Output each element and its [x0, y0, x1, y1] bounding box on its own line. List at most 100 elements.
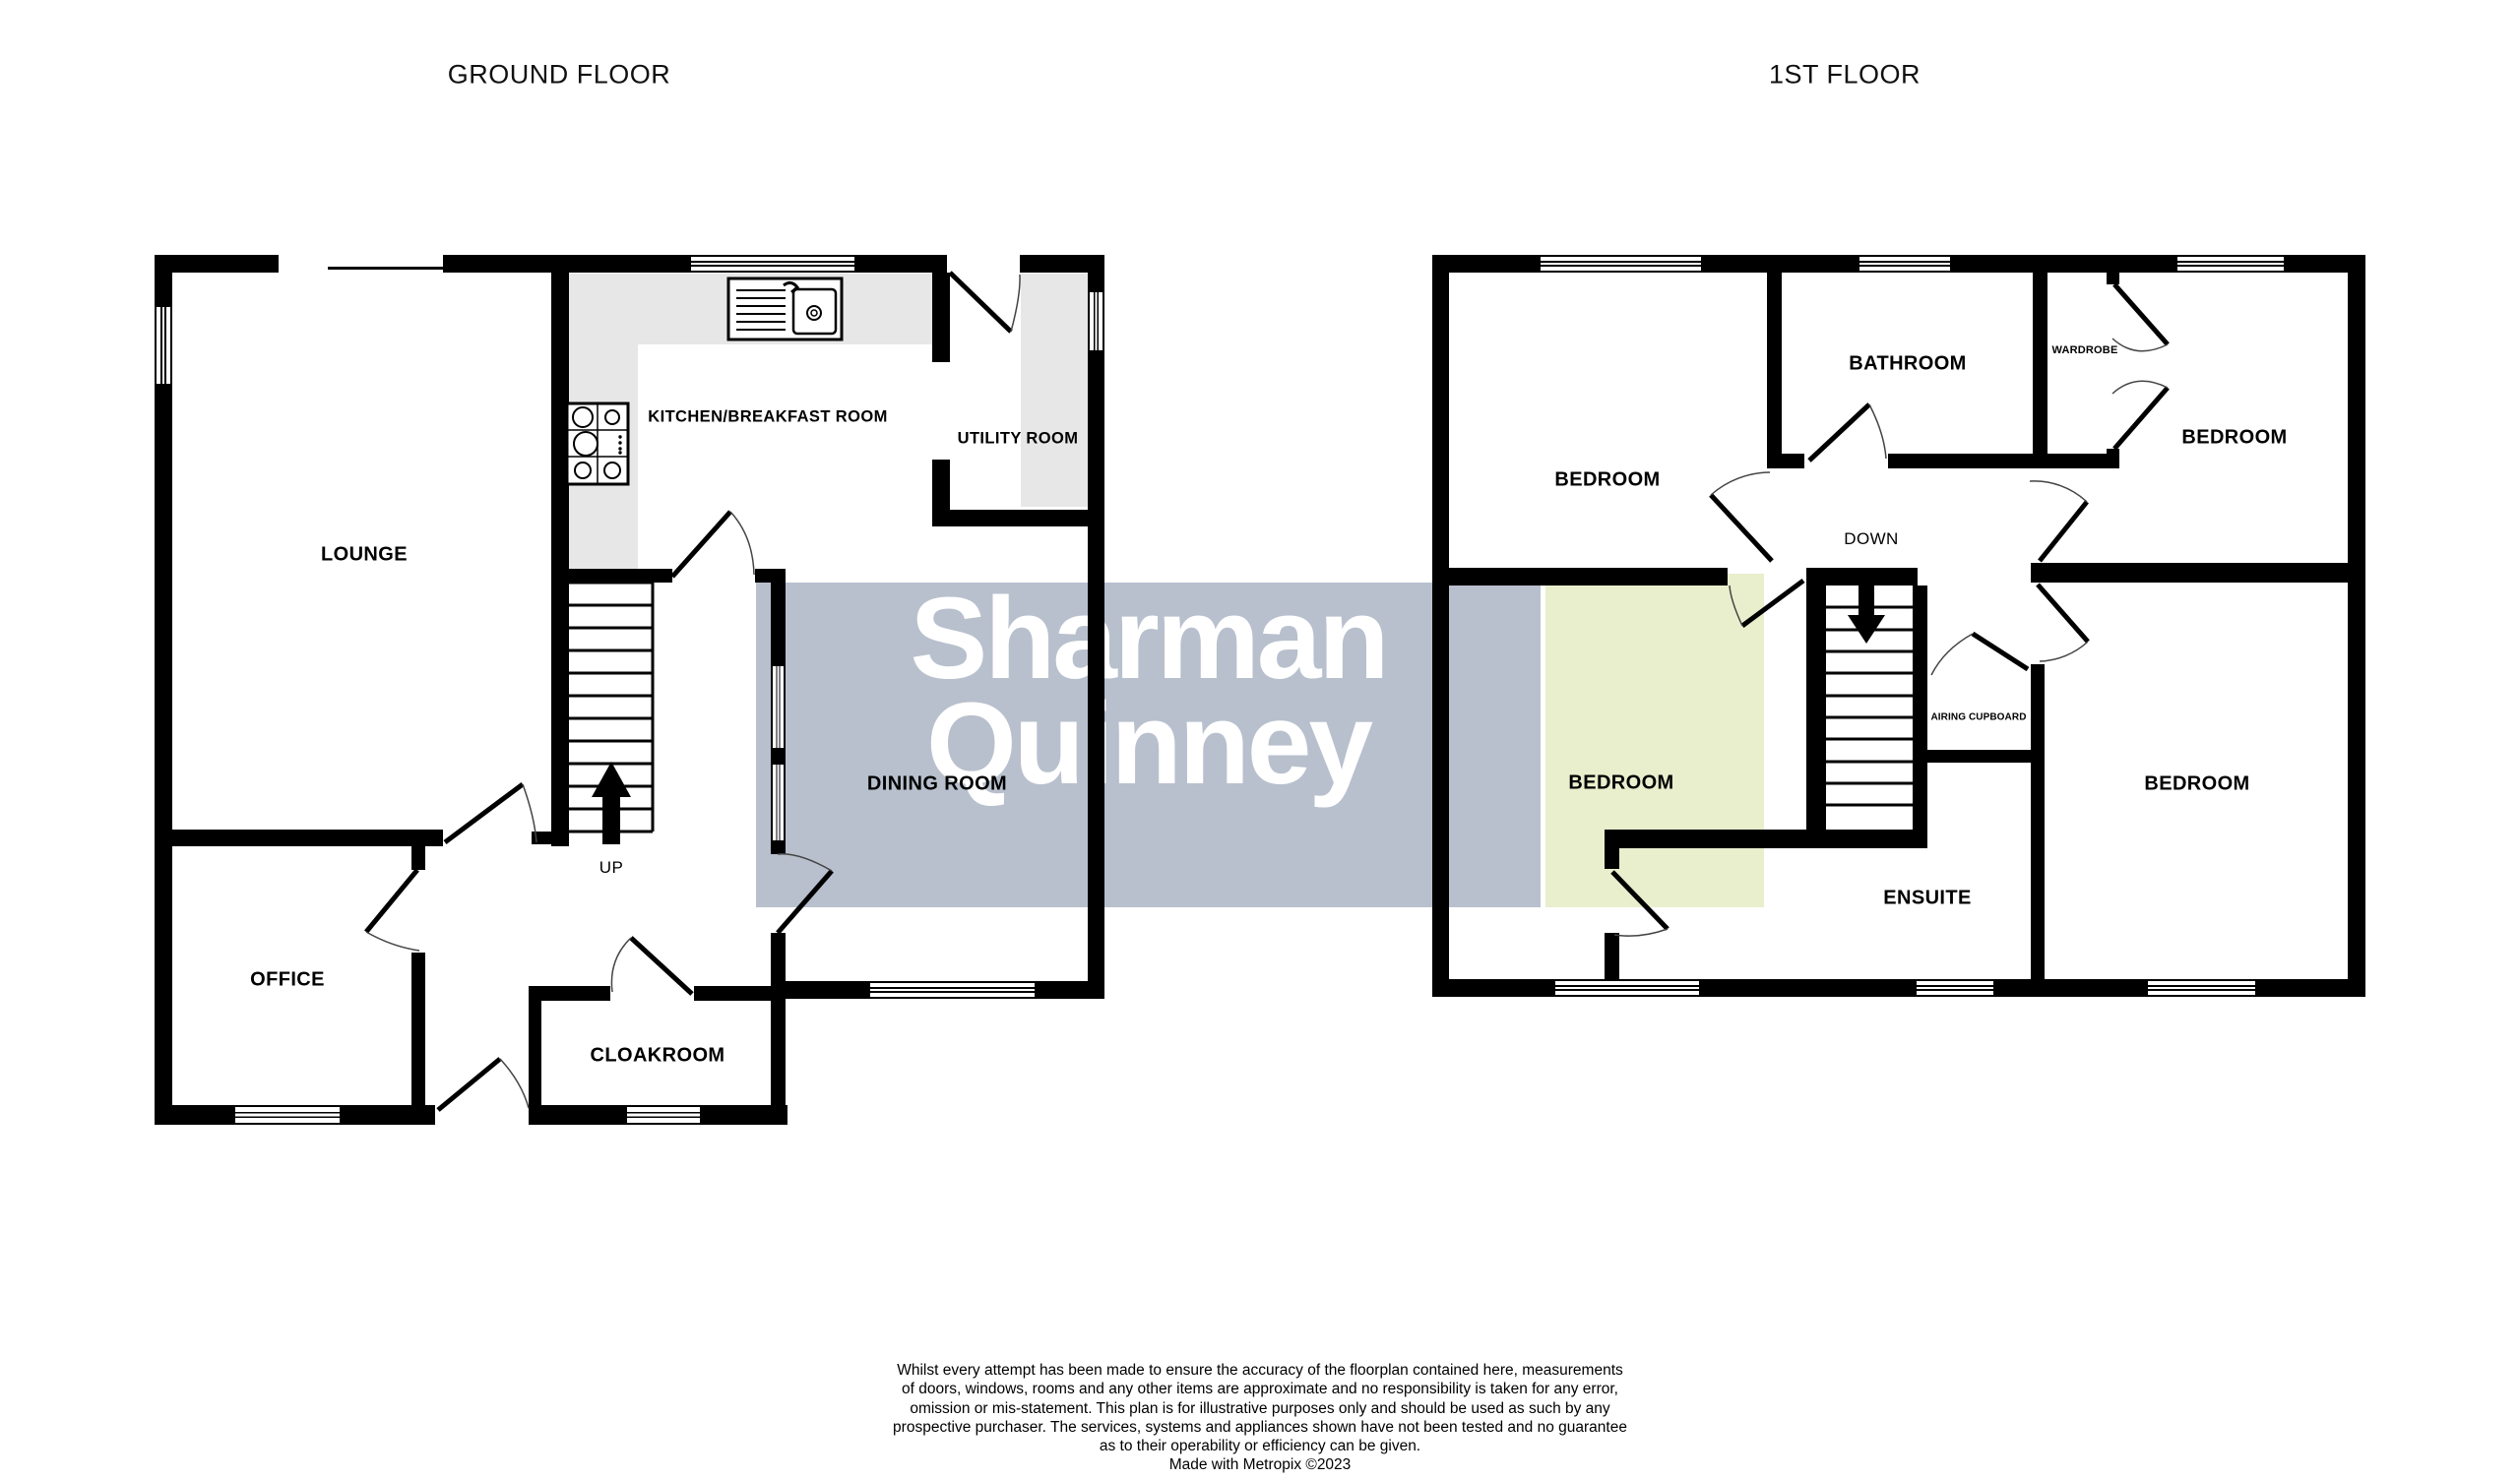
room-label-ensuite: ENSUITE: [1883, 887, 1972, 909]
ground-staircase-icon: [562, 581, 655, 833]
wall: [1088, 273, 1104, 290]
down-arrow-icon: [1848, 586, 1885, 644]
room-label-airing-cupboard: AIRING CUPBOARD: [1930, 711, 2027, 723]
wall: [155, 273, 172, 305]
ensuite-door-jamb: [1605, 848, 1619, 869]
stairwell-west-wall: [1806, 586, 1826, 832]
dining-west-wall: [771, 583, 786, 664]
door-airing-cupboard: [1930, 631, 2030, 676]
room-label-dining: DINING ROOM: [866, 772, 1008, 795]
wall: [1432, 273, 1449, 997]
bedroom4-west-wall: [2031, 664, 2045, 979]
bedroom1-south-wall: [1432, 568, 1728, 586]
bedroom1-window: [1539, 255, 1703, 273]
bedroom1-east-wall: [1767, 273, 1782, 468]
bathroom-south-wall: [1767, 454, 1804, 468]
disclaimer-line: omission or mis-statement. This plan is …: [910, 1399, 1610, 1417]
wall: [2348, 273, 2365, 997]
stairs-down-label: DOWN: [1844, 529, 1899, 548]
door-kitchen-hall: [670, 510, 755, 579]
wall: [1432, 255, 1539, 273]
bedroom2-south-wall: [2031, 563, 2365, 583]
ensuite-window: [1915, 979, 1995, 997]
office-door-jamb: [411, 846, 425, 870]
wall: [342, 1105, 435, 1125]
bathroom-south-wall: [1888, 454, 2033, 468]
wall: [1037, 981, 1104, 999]
door-office: [364, 868, 420, 952]
disclaimer-line: of doors, windows, rooms and any other i…: [901, 1381, 1618, 1398]
wall: [2257, 979, 2365, 997]
stairwell-east-wall: [1913, 586, 1927, 848]
cloakroom-top-wall: [529, 986, 610, 1001]
wall: [771, 981, 868, 999]
kitchen-window: [689, 255, 856, 273]
wall: [1952, 255, 2175, 273]
wall: [1703, 255, 1858, 273]
bathroom-window: [1858, 255, 1952, 273]
room-label-bedroom3: BEDROOM: [1568, 771, 1674, 794]
room-label-wardrobe: WARDROBE: [2051, 344, 2118, 356]
room-label-lounge: LOUNGE: [321, 543, 408, 566]
cloakroom-window: [625, 1105, 702, 1125]
room-label-bedroom2: BEDROOM: [2181, 426, 2288, 449]
door-bedroom3: [1729, 578, 1805, 629]
cloakroom-west-wall: [529, 986, 541, 1125]
up-arrow-icon: [592, 762, 631, 844]
made-with-metropix: Made with Metropix ©2023: [1168, 1456, 1352, 1474]
stairwell-top-wall-first: [1806, 568, 1918, 586]
door-lounge: [443, 781, 537, 845]
door-front-entrance: [436, 1057, 530, 1112]
watermark-line2: Quinney: [925, 679, 1373, 809]
stairwell-top-wall: [551, 569, 672, 583]
stair-base-wall: [532, 832, 564, 844]
disclaimer-line: as to their operability or efficiency ca…: [1099, 1438, 1421, 1455]
office-east-wall: [411, 953, 425, 1105]
ensuite-west-wall: [1605, 933, 1619, 979]
door-bedroom4: [2036, 583, 2090, 662]
wall: [2286, 255, 2365, 273]
room-label-utility: UTILITY ROOM: [957, 429, 1079, 448]
wall: [529, 1105, 625, 1125]
wardrobe-jamb: [2107, 449, 2119, 468]
sink-icon: [726, 277, 844, 341]
office-window: [233, 1105, 342, 1125]
dining-window-south: [868, 981, 1037, 999]
door-wardrobe-bifold: [2111, 282, 2170, 451]
wall: [1701, 979, 1915, 997]
room-label-bedroom1: BEDROOM: [1554, 468, 1661, 491]
wall: [1432, 979, 1553, 997]
ensuite-north-wall: [1605, 830, 1927, 848]
stove-icon: [565, 401, 630, 486]
door-utility-external: [948, 271, 1021, 334]
disclaimer-text: Whilst every attempt has been made to en…: [0, 1361, 2520, 1475]
disclaimer-line: prospective purchaser. The services, sys…: [893, 1418, 1627, 1436]
cloakroom-top-wall: [694, 986, 771, 1001]
lounge-window: [155, 305, 172, 386]
watermark-text: Sharman Quinney: [756, 574, 1541, 809]
cloakroom-east-wall: [771, 933, 786, 1125]
wall: [771, 842, 786, 854]
utility-window: [1088, 290, 1104, 352]
watermark-line1: Sharman: [910, 574, 1390, 704]
wall: [155, 255, 279, 273]
room-label-cloakroom: CLOAKROOM: [590, 1044, 725, 1067]
door-bedroom2: [2029, 480, 2089, 563]
first-floor-title: 1ST FLOOR: [1768, 59, 1922, 90]
kitchen-utility-wall: [932, 273, 950, 362]
ground-floor-title: GROUND FLOOR: [447, 59, 671, 90]
bathroom-wardrobe-wall: [2033, 273, 2048, 468]
dining-west-window-upper: [771, 664, 786, 750]
bedroom3-window: [1553, 979, 1701, 997]
room-label-bathroom: BATHROOM: [1849, 352, 1967, 375]
door-ensuite: [1610, 870, 1670, 937]
wall: [702, 1105, 788, 1125]
dining-west-window-lower: [771, 763, 786, 842]
utility-dining-wall: [932, 510, 1104, 526]
room-label-kitchen: KITCHEN/BREAKFAST ROOM: [648, 407, 888, 426]
door-bathroom: [1807, 402, 1887, 462]
bedroom4-window: [2146, 979, 2257, 997]
room-label-bedroom4: BEDROOM: [2144, 772, 2250, 795]
wall: [755, 569, 786, 583]
